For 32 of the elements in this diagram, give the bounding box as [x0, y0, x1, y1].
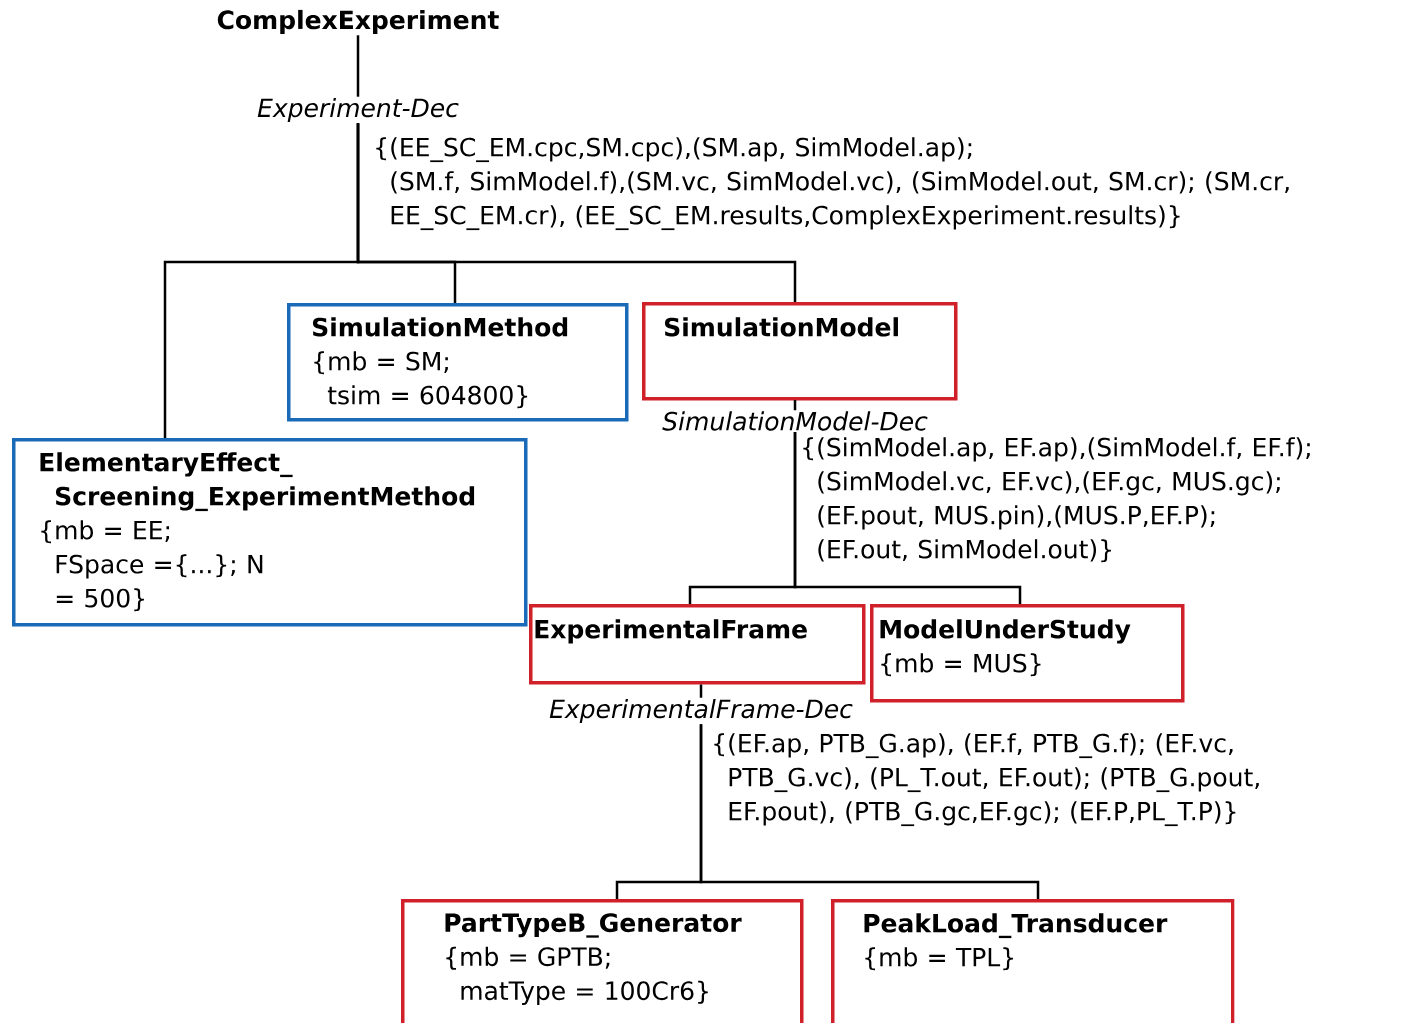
entity-box — [870, 604, 1185, 703]
entity-name: PartTypeB_Generator — [445, 913, 742, 938]
tree-line — [793, 431, 1022, 604]
entity-name: ElementaryEffect_ Screening_ExperimentMethod — [40, 452, 475, 512]
entity-name: SimulationMethod — [313, 317, 568, 337]
entity-name: ComplexExperiment — [217, 9, 499, 35]
entity-box — [831, 899, 1235, 1023]
entity-name: ExperimentalFrame — [535, 619, 807, 644]
entity-name: ModelUnderStudy — [880, 619, 1131, 644]
coupling-text: {(EF.ap, PTB_G.ap), (EF.f, PTB_G.f); (EF.vc, PTB_G.vc), (PL_T.out, EF.out); (PTB_G.pout, EF.pout), (PTB_G.gc,EF.gc); (EF.P,PL_T.P)} — [714, 733, 1259, 827]
coupling-text: {(EE_SC_EM.cpc,SM.cpc),(SM.ap, SimModel.ap); (SM.f, SimModel.f),(SM.vc, SimModel.vc), (SimModel.out, SM.cr); (SM.cr, EE_SC_EM.cr), (EE_SC_EM.results,ComplexExperiment.results)} — [376, 137, 1289, 231]
entity-box — [12, 438, 528, 627]
entity-name: PeakLoad_Transducer — [864, 913, 1168, 939]
attribute-text: {mb = MUS} — [881, 653, 1041, 677]
entity-box — [401, 899, 804, 1023]
tree-line — [699, 684, 703, 698]
tree-line — [356, 123, 797, 302]
coupling-text: {(SimModel.ap, EF.ap),(SimModel.f, EF.f); (SimModel.vc, EF.vc),(EF.gc, MUS.gc); (EF.pout, MUS.pin),(MUS.P,EF.P); (EF.out, SimModel.out)} — [803, 437, 1310, 563]
decomposition-label: SimulationModel-Dec — [662, 411, 928, 431]
entity-box — [529, 604, 866, 685]
entity-name: SimulationModel — [665, 317, 898, 337]
attribute-text: {mb = TPL} — [865, 947, 1013, 971]
entity-box — [287, 303, 629, 422]
entity-box — [642, 302, 958, 401]
attribute-text: {mb = EE; FSpace ={...}; N = 500} — [41, 520, 263, 612]
tree-line — [699, 724, 1040, 899]
attribute-text: {mb = GPTB; matType = 100Cr6} — [446, 946, 708, 1005]
decomposition-label: Experiment-Dec — [257, 97, 459, 123]
tree-line — [356, 35, 360, 97]
tree-line — [793, 398, 797, 411]
attribute-text: {mb = SM; tsim = 604800} — [314, 351, 528, 409]
decomposition-label: ExperimentalFrame-Dec — [549, 698, 853, 724]
